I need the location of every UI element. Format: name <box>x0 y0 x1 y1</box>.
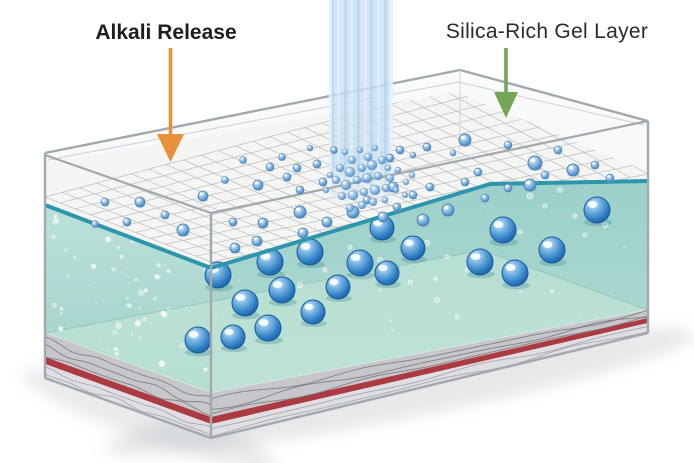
red-stripe-layer <box>211 318 648 424</box>
sediment-wavy-texture <box>44 309 649 437</box>
glass-front-edges <box>43 119 650 440</box>
annotations: Alkali Release Silica-Rich Gel Layer <box>95 20 648 162</box>
silica-arrow-icon <box>494 48 518 118</box>
alkali-release-label: Alkali Release <box>95 21 236 44</box>
liquid-surface-line <box>44 179 649 270</box>
splash-bubbles-group <box>322 144 416 213</box>
bottom-edges <box>44 331 649 440</box>
gel-droplets-group <box>91 133 615 254</box>
red-stripe-layer <box>45 357 211 424</box>
water-stream <box>329 0 393 205</box>
sediment-layers <box>44 309 649 438</box>
tank-inner-bottom <box>45 250 648 393</box>
silica-gel-label: Silica-Rich Gel Layer <box>446 20 648 43</box>
small-liquid-bubbles <box>297 187 608 320</box>
liquid-body <box>44 181 649 394</box>
alkali-arrow-icon <box>157 48 184 162</box>
alkali-spheres-group <box>184 196 613 357</box>
